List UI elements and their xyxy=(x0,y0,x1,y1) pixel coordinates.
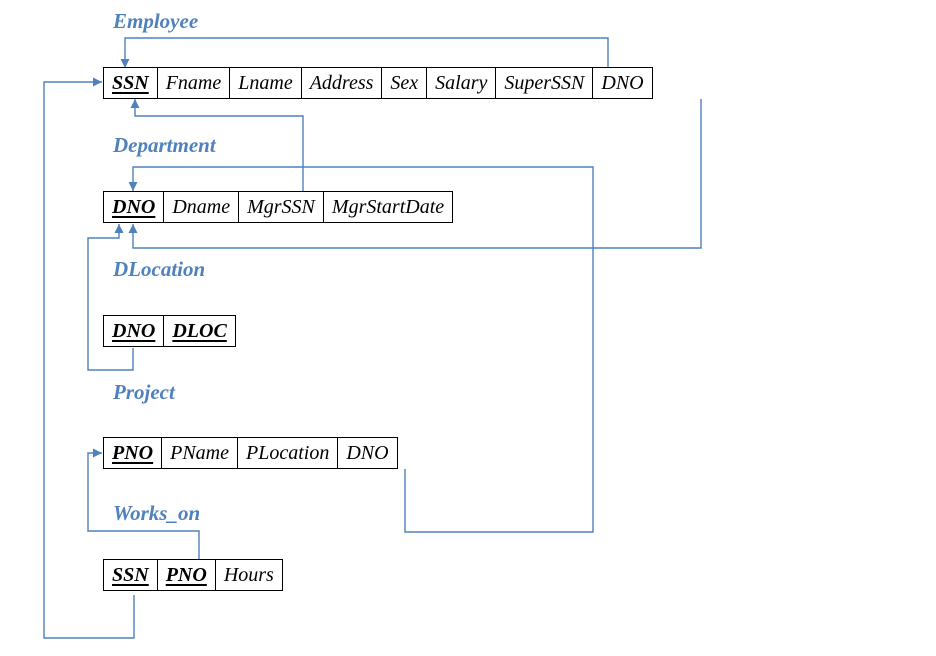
department-mgrstartdate-cell: MgrStartDate xyxy=(322,191,454,223)
employee-salary-cell: Salary xyxy=(426,67,497,99)
employee-superssn-cell: SuperSSN xyxy=(495,67,594,99)
employee-table: SSN Fname Lname Address Sex Salary Super… xyxy=(103,67,653,99)
department-title: Department xyxy=(113,133,216,157)
employee-dno-cell: DNO xyxy=(592,67,653,99)
works-on-hours-cell: Hours xyxy=(214,559,283,591)
arrow-project-dno-to-department-dno xyxy=(128,166,594,533)
department-table: DNO Dname MgrSSN MgrStartDate xyxy=(102,191,454,223)
project-pname-cell: PName xyxy=(161,437,238,469)
dlocation-title: DLocation xyxy=(113,257,206,281)
project-plocation-cell: PLocation xyxy=(236,437,339,469)
dlocation-table: DNO DLOC xyxy=(102,315,236,347)
arrow-mgrssn-to-ssn xyxy=(130,99,304,192)
works-on-title: Works_on xyxy=(113,501,201,525)
project-pno-cell: PNO xyxy=(102,437,163,469)
employee-ssn-cell: SSN xyxy=(103,67,158,99)
employee-title: Employee xyxy=(113,9,199,33)
employee-sex-cell: Sex xyxy=(381,67,428,99)
arrow-workson-pno-to-project-pno xyxy=(87,448,200,559)
project-dno-cell: DNO xyxy=(337,437,398,469)
arrow-superssn-to-ssn xyxy=(120,37,609,68)
arrow-employee-dno-to-department-dno xyxy=(128,99,702,249)
employee-fname-cell: Fname xyxy=(156,67,231,99)
arrow-workson-ssn-to-employee-ssn xyxy=(43,77,135,639)
works-on-table: SSN PNO Hours xyxy=(103,559,283,591)
dlocation-dloc-cell: DLOC xyxy=(163,315,236,347)
arrow-dlocation-dno-to-department-dno xyxy=(87,224,134,371)
project-table: PNO PName PLocation DNO xyxy=(102,437,398,469)
department-dname-cell: Dname xyxy=(163,191,240,223)
project-title: Project xyxy=(113,380,175,404)
works-on-pno-cell: PNO xyxy=(156,559,216,591)
department-dno-cell: DNO xyxy=(102,191,165,223)
employee-address-cell: Address xyxy=(300,67,383,99)
department-mgrssn-cell: MgrSSN xyxy=(238,191,324,223)
dlocation-dno-cell: DNO xyxy=(102,315,165,347)
works-on-ssn-cell: SSN xyxy=(103,559,158,591)
employee-lname-cell: Lname xyxy=(229,67,302,99)
